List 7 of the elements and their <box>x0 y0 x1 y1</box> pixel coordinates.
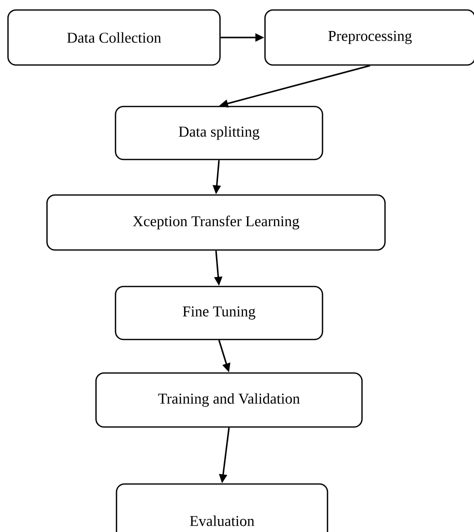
process-box: Training and Validation <box>95 372 363 428</box>
process-box: Preprocessing <box>264 9 474 66</box>
process-box: Fine Tuning <box>114 286 324 340</box>
process-box: Evaluation <box>116 483 328 532</box>
process-box: Data splitting <box>114 106 324 160</box>
process-box: Data Collection <box>7 9 221 66</box>
process-box: Xception Transfer Learning <box>46 194 386 251</box>
